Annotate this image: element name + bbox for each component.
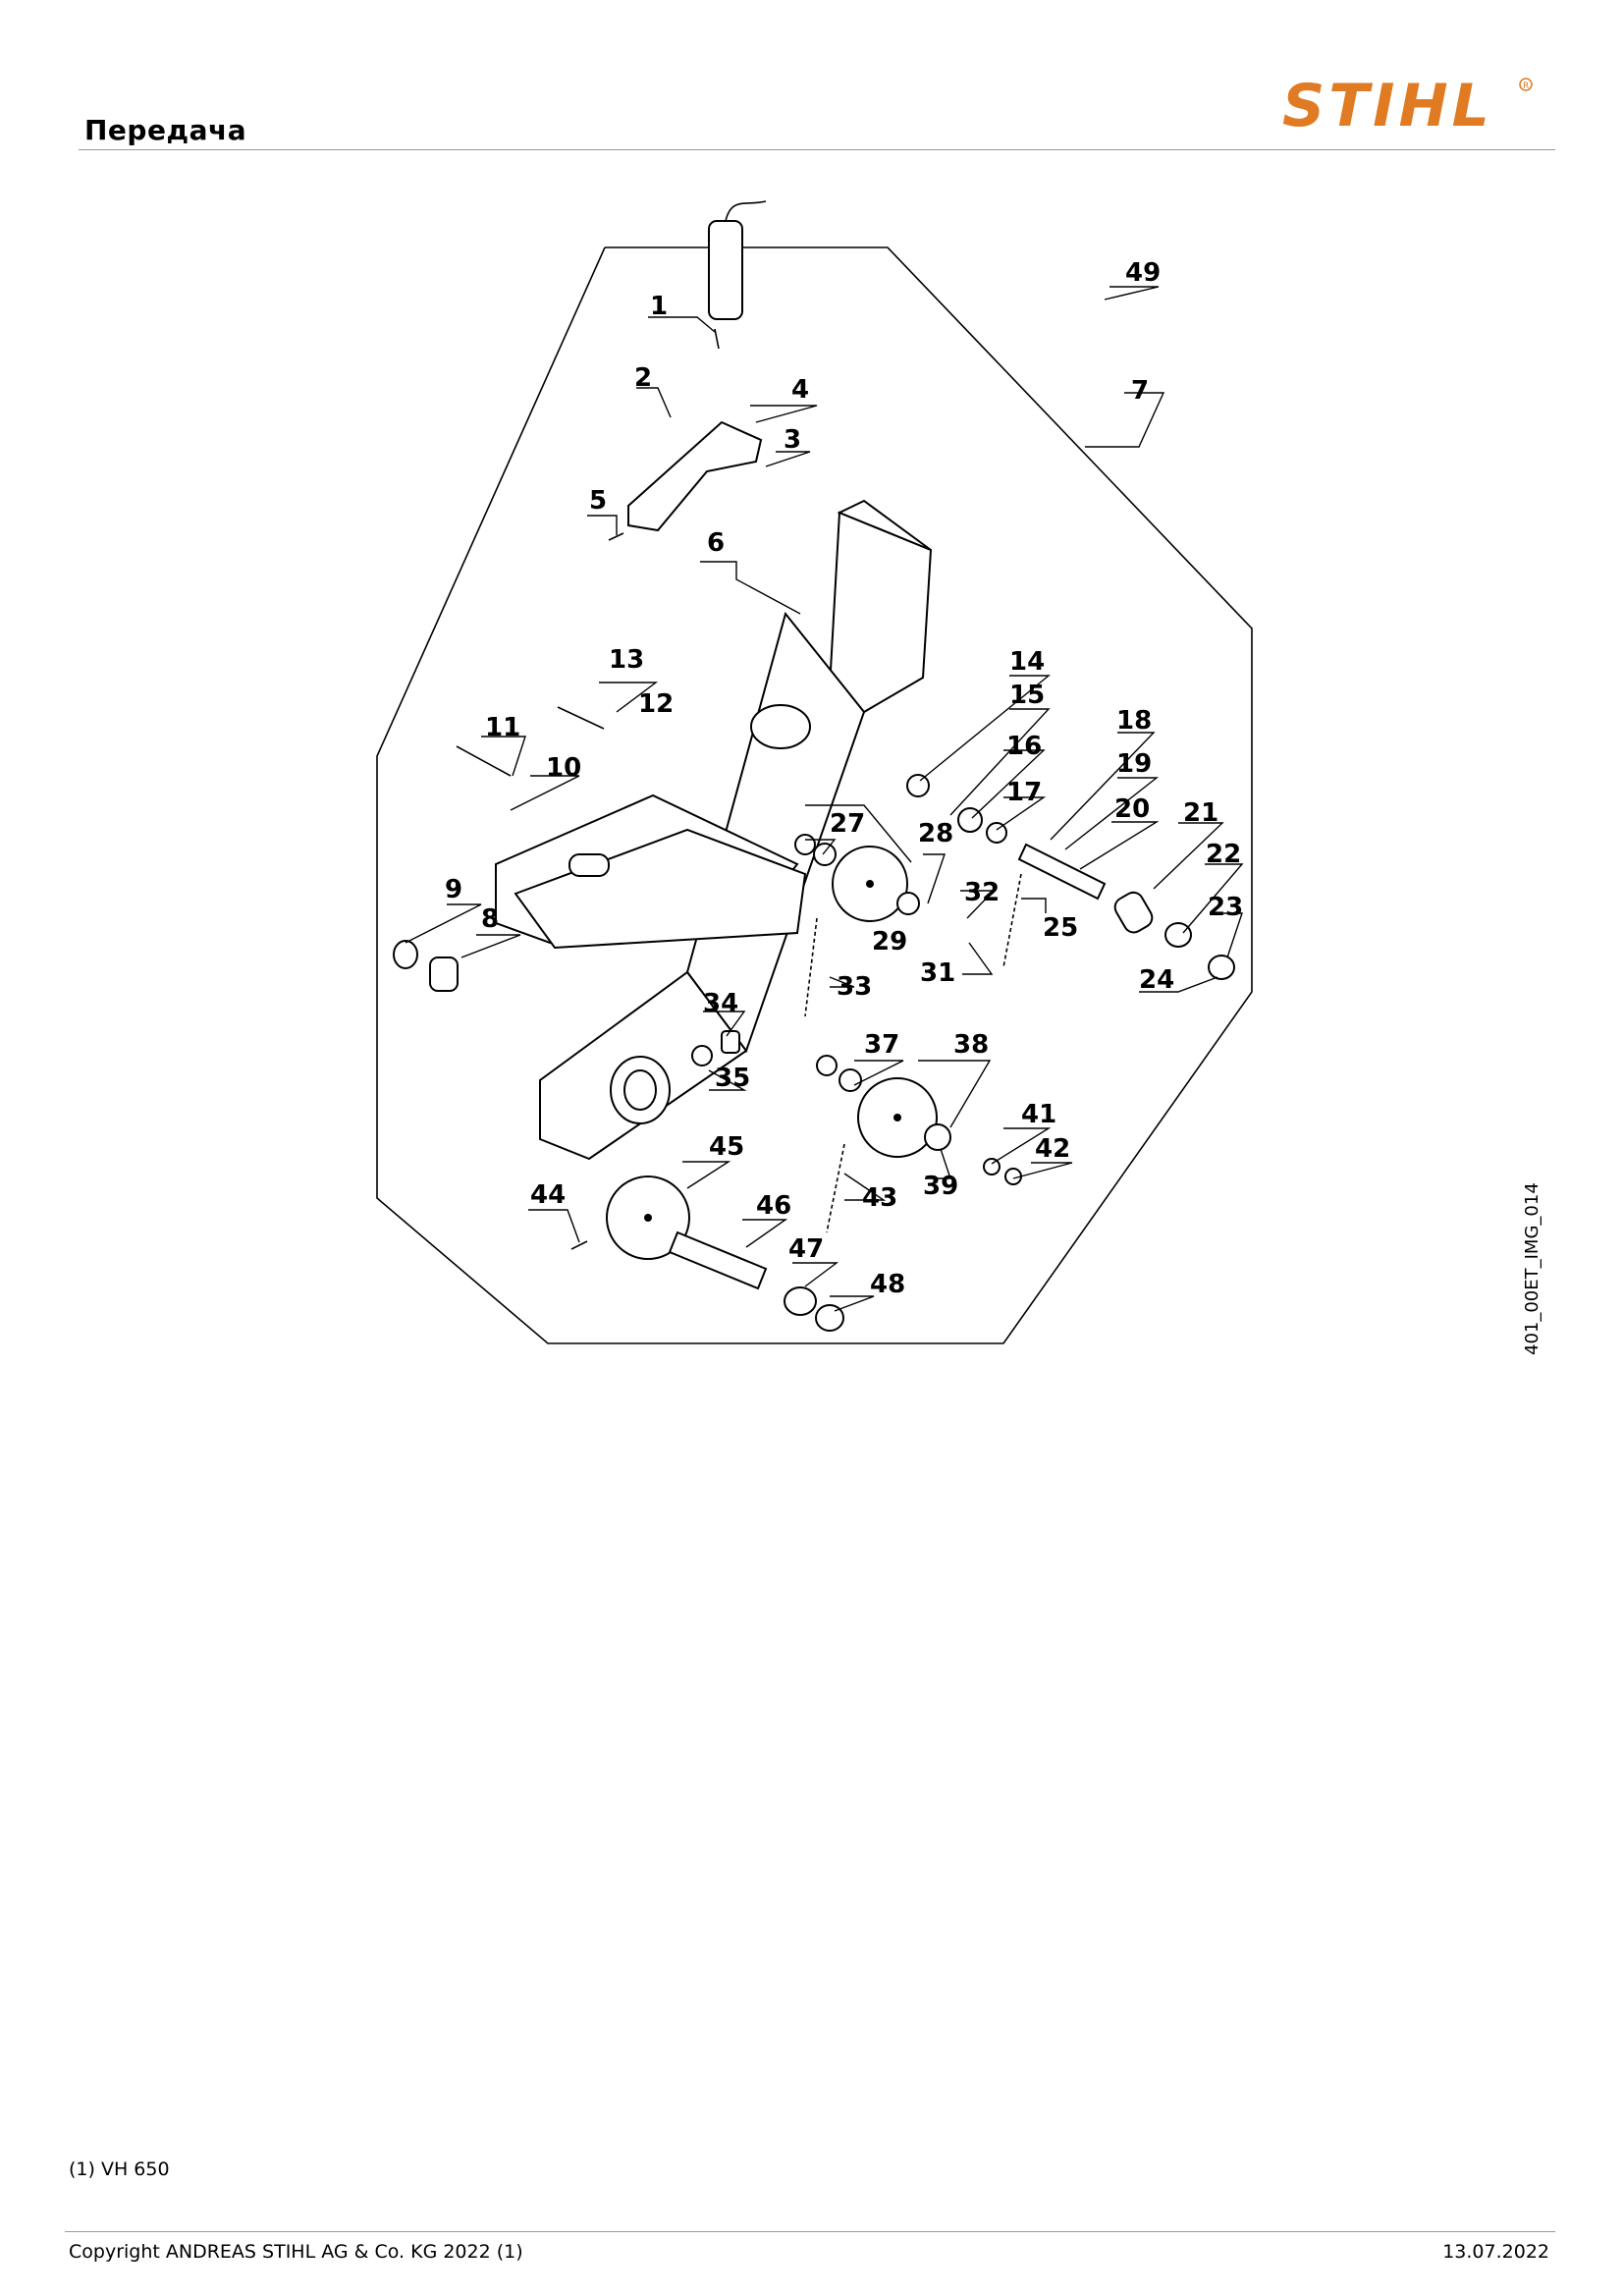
sprocket-upper bbox=[832, 846, 908, 922]
part-label: 5 bbox=[589, 486, 607, 516]
part-label: 15 bbox=[1009, 681, 1045, 710]
brand-logo-text: STIHL bbox=[1282, 72, 1493, 139]
part-label: 18 bbox=[1116, 706, 1152, 736]
part-label: 41 bbox=[1021, 1100, 1056, 1129]
part-labels: 1 2 3 4 5 6 7 8 9 10 11 12 13 14 15 16 1… bbox=[445, 258, 1243, 1299]
part-label: 35 bbox=[715, 1064, 750, 1093]
date-text: 13.07.2022 bbox=[1442, 2241, 1549, 2263]
svg-text:R: R bbox=[1523, 82, 1529, 91]
part-label: 6 bbox=[707, 528, 725, 558]
part-label: 37 bbox=[864, 1030, 899, 1060]
part-label: 38 bbox=[953, 1030, 989, 1060]
header-divider bbox=[79, 149, 1555, 150]
part-20-shaft bbox=[1017, 843, 1107, 901]
part-label: 24 bbox=[1139, 965, 1174, 995]
footer-divider bbox=[65, 2231, 1555, 2232]
part-label: 3 bbox=[784, 425, 801, 455]
leader-lines bbox=[405, 286, 1244, 1312]
part-46-shaft bbox=[668, 1230, 768, 1290]
part-label: 7 bbox=[1131, 376, 1149, 406]
part-label: 25 bbox=[1043, 913, 1078, 943]
footnote: (1) VH 650 bbox=[69, 2159, 170, 2180]
stihl-logo: STIHL R bbox=[1282, 72, 1533, 139]
exploded-parts-diagram: 1 2 3 4 5 6 7 8 9 10 11 12 13 14 15 16 1… bbox=[376, 200, 1253, 1344]
part-label: 12 bbox=[638, 689, 674, 719]
sprocket-middle bbox=[857, 1077, 938, 1158]
part-label: 20 bbox=[1114, 794, 1150, 824]
part-label: 9 bbox=[445, 875, 462, 904]
part-label: 48 bbox=[870, 1270, 905, 1299]
copyright-text: Copyright ANDREAS STIHL AG & Co. KG 2022… bbox=[69, 2241, 523, 2263]
part-label: 22 bbox=[1206, 840, 1241, 869]
part-4-arm bbox=[627, 420, 763, 532]
part-label: 46 bbox=[756, 1191, 791, 1221]
part-label: 47 bbox=[788, 1234, 824, 1264]
image-id-label: 401_00ET_IMG_014 bbox=[1522, 1182, 1542, 1355]
part-label: 4 bbox=[791, 375, 809, 405]
part-label: 14 bbox=[1009, 647, 1045, 677]
part-label: 43 bbox=[862, 1183, 897, 1213]
part-label: 45 bbox=[709, 1132, 744, 1162]
part-label: 49 bbox=[1125, 258, 1161, 288]
part-label: 27 bbox=[830, 809, 865, 839]
part-label: 23 bbox=[1208, 893, 1243, 922]
main-frame bbox=[495, 499, 933, 1161]
part-label: 17 bbox=[1006, 778, 1042, 807]
part-label: 28 bbox=[918, 819, 953, 848]
part-label: 2 bbox=[634, 363, 652, 393]
assembly-outline bbox=[376, 246, 1253, 1344]
part-label: 44 bbox=[530, 1180, 566, 1210]
part-label: 8 bbox=[481, 904, 499, 934]
part-label: 21 bbox=[1183, 798, 1218, 828]
part-label: 34 bbox=[703, 989, 738, 1018]
page-title: Передача bbox=[84, 114, 247, 146]
part-label: 1 bbox=[650, 292, 668, 321]
part-label: 42 bbox=[1035, 1134, 1070, 1164]
part-label: 32 bbox=[964, 878, 1000, 907]
sprocket-lower bbox=[606, 1175, 690, 1260]
part-label: 29 bbox=[872, 927, 907, 957]
part-label: 31 bbox=[920, 958, 955, 988]
part-label: 39 bbox=[923, 1172, 958, 1201]
part-label: 13 bbox=[609, 645, 644, 675]
part-49-oil-bottle bbox=[708, 220, 743, 320]
part-label: 33 bbox=[837, 972, 872, 1002]
part-label: 10 bbox=[546, 753, 581, 783]
part-label: 19 bbox=[1116, 749, 1152, 779]
part-label: 11 bbox=[485, 713, 520, 742]
part-label: 16 bbox=[1006, 732, 1042, 761]
